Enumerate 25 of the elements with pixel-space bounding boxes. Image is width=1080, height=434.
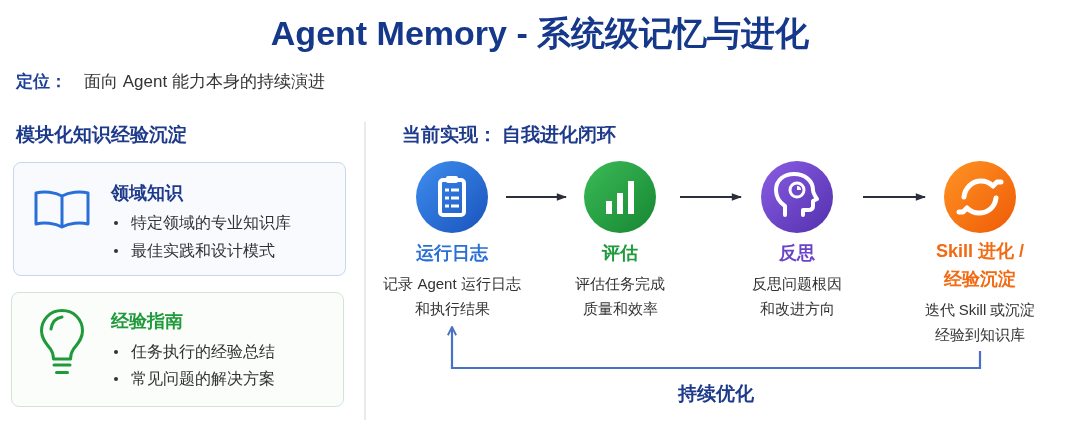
step-description: 迭代 Skill 或沉淀经验到知识库 <box>923 300 1037 345</box>
edge-label: 持续优化 <box>674 382 758 406</box>
step-title: 评估 <box>600 242 639 265</box>
description-text: 面向 Agent 能力本身的持续演进 <box>84 71 325 93</box>
bullet-text: 常见问题的解决方案 <box>131 369 275 389</box>
info-card <box>13 162 346 276</box>
field-label: 定位： <box>16 71 67 93</box>
step-title: 反思 <box>778 242 816 265</box>
step-description: 反思问题根因和改进方向 <box>751 274 843 319</box>
arrow <box>506 193 567 201</box>
card-title: 经验指南 <box>111 310 183 333</box>
arrow <box>863 193 926 201</box>
title: Agent Memory - 系统级记忆与进化 <box>269 13 811 54</box>
loop-arrow <box>446 326 982 370</box>
bullet-text: 特定领域的专业知识库 <box>131 213 291 233</box>
bullet-text: 最佳实践和设计模式 <box>131 241 275 261</box>
step-title: 运行日志 <box>415 242 489 265</box>
bullet-text: 任务执行的经验总结 <box>131 342 275 362</box>
step-description: 评估任务完成质量和效率 <box>574 274 666 319</box>
step-description: 记录 Agent 运行日志和执行结果 <box>382 274 522 319</box>
step-title: Skill 进化 / 经验沉淀 <box>935 240 1025 291</box>
info-card <box>11 292 344 407</box>
section-heading: 当前实现： 自我进化闭环 <box>402 123 617 147</box>
arrow <box>680 193 742 201</box>
card-title: 领域知识 <box>111 182 183 205</box>
